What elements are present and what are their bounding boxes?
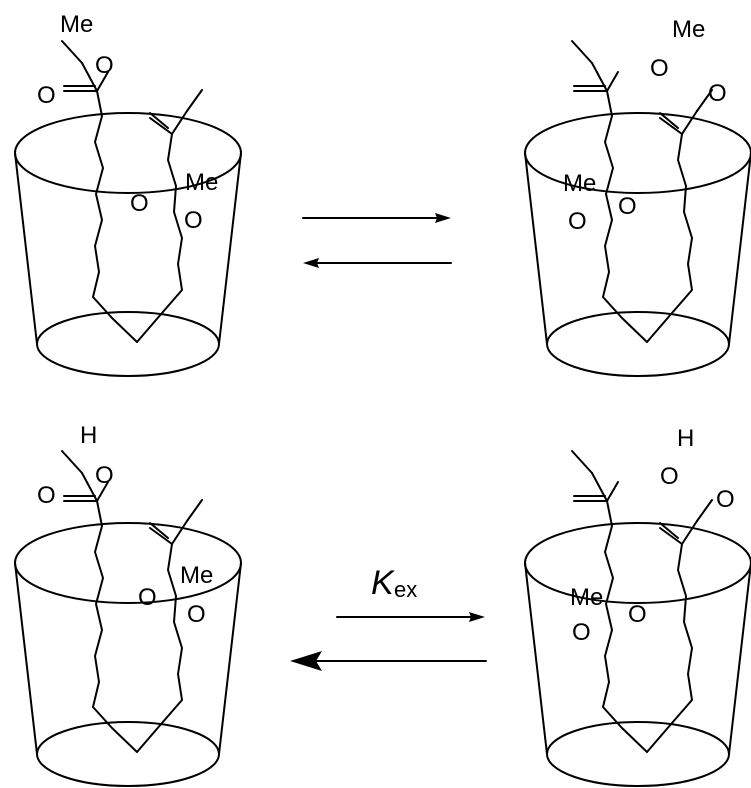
atom-label: O xyxy=(187,601,206,628)
bottom-right-complex: H O O Me O O xyxy=(524,425,751,787)
atom-label: O xyxy=(660,463,679,490)
atom-label: Me xyxy=(180,562,213,589)
atom-label: Me xyxy=(185,169,218,196)
atom-label: O xyxy=(572,619,591,646)
reverse-arrow-bold xyxy=(290,651,487,671)
atom-label: Me xyxy=(570,584,603,611)
atom-label: O xyxy=(37,482,56,509)
atom-label: O xyxy=(130,190,149,217)
atom-label: Me xyxy=(60,11,93,38)
reverse-arrow xyxy=(302,257,452,269)
forward-arrow xyxy=(302,212,452,224)
bottom-equilibrium: K ex xyxy=(290,564,487,671)
atom-label: O xyxy=(708,80,727,107)
bottom-left-complex: H O O Me O O xyxy=(14,422,242,787)
atom-label: O xyxy=(628,601,647,628)
atom-label: Me xyxy=(672,16,705,43)
atom-label: H xyxy=(677,425,694,452)
atom-label: O xyxy=(95,52,114,79)
atom-label: O xyxy=(138,584,157,611)
atom-label: O xyxy=(716,486,735,513)
equilibrium-constant-symbol: K xyxy=(371,564,395,602)
atom-label: O xyxy=(650,55,669,82)
atom-label: O xyxy=(184,207,203,234)
forward-arrow xyxy=(336,611,486,623)
atom-label: O xyxy=(37,82,56,109)
atom-label: H xyxy=(80,422,97,449)
atom-label: O xyxy=(95,462,114,489)
top-left-complex: Me O O Me O O xyxy=(14,11,242,377)
atom-label: O xyxy=(618,193,637,220)
top-equilibrium-arrows xyxy=(302,212,452,269)
atom-label: O xyxy=(568,208,587,235)
equilibrium-constant-subscript: ex xyxy=(394,577,417,602)
top-right-complex: Me O O Me O O xyxy=(524,16,751,377)
atom-label: Me xyxy=(563,170,596,197)
